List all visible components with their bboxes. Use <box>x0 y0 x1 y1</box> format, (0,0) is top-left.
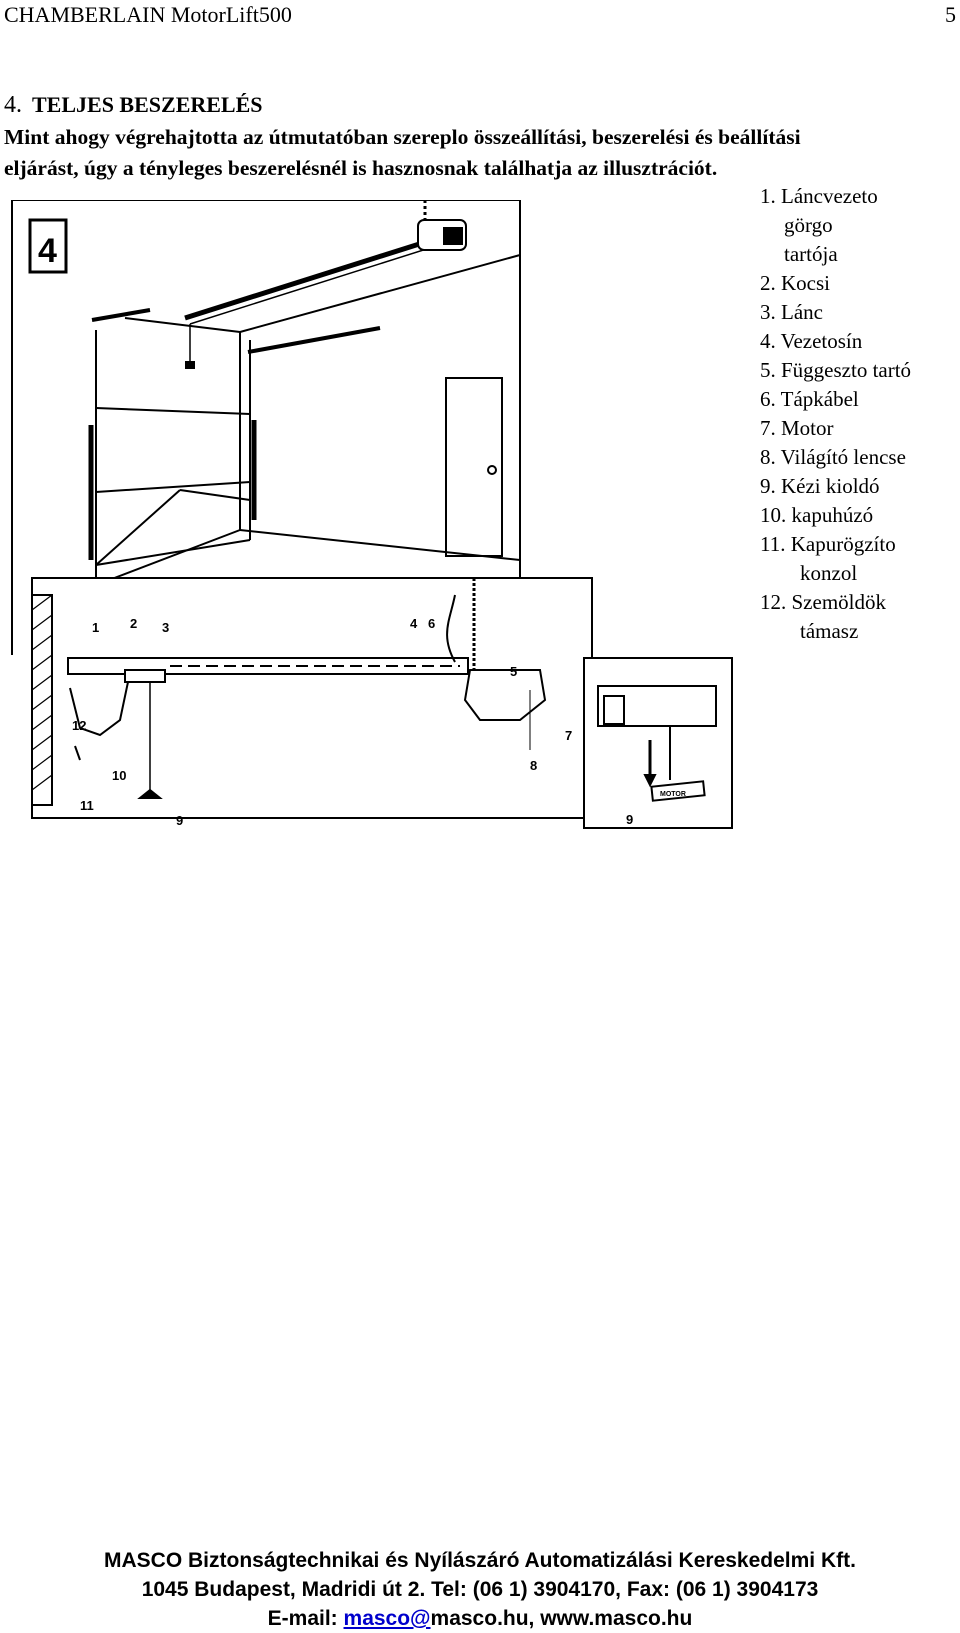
release-detail-inset <box>583 657 733 829</box>
callout-1: 1 <box>92 620 99 635</box>
legend-item-3: 3. Lánc <box>760 300 823 324</box>
legend-item-4: 4. Vezetosín <box>760 329 863 353</box>
callout-3: 3 <box>162 620 169 635</box>
legend-item-9: 9. Kézi kioldó <box>760 474 880 498</box>
step-badge: 4 <box>38 232 57 270</box>
callout-9: 9 <box>176 813 183 828</box>
section-number: 4. <box>4 92 22 118</box>
legend-item-5: 5. Függeszto tartó <box>760 358 912 382</box>
callout-6: 6 <box>428 616 435 631</box>
legend-item-8: 8. Világító lencse <box>760 445 906 469</box>
callout-11: 11 <box>80 798 94 813</box>
section-title: TELJES BESZERELÉS <box>32 92 263 117</box>
page-footer: MASCO Biztonságtechnikai és Nyílászáró A… <box>0 1546 960 1633</box>
legend-item-6: 6. Tápkábel <box>760 387 859 411</box>
email-label: E-mail: <box>267 1607 338 1630</box>
garage-perspective-drawing <box>11 200 521 655</box>
callout-5: 5 <box>510 664 517 679</box>
legend-item-1: 1. Láncvezeto görgo tartója <box>760 184 878 266</box>
callout-12: 12 <box>72 718 86 733</box>
page-number: 5 <box>945 2 956 27</box>
callout-8: 8 <box>530 758 537 773</box>
intro-paragraph: Mint ahogy végrehajtotta az útmutatóban … <box>4 122 956 184</box>
callout-10: 10 <box>112 768 126 783</box>
footer-company: MASCO Biztonságtechnikai és Nyílászáró A… <box>104 1549 856 1572</box>
callout-7: 7 <box>565 728 572 743</box>
step-badge-box <box>28 218 68 274</box>
callout-9-inset: 9 <box>626 812 633 827</box>
release-tag-label: MOTOR <box>660 791 686 798</box>
email-link[interactable]: masco@ <box>343 1607 431 1630</box>
legend-item-2: 2. Kocsi <box>760 271 830 295</box>
legend-item-10: 10. kapuhúzó <box>760 503 874 527</box>
callout-2: 2 <box>130 616 137 631</box>
callout-4: 4 <box>410 616 418 631</box>
legend-item-11: 11. Kapurögzíto konzol <box>760 532 896 585</box>
section-heading: 4. TELJES BESZERELÉS <box>4 92 263 119</box>
intro-line-2: eljárást, úgy a tényleges beszerelésnél … <box>4 156 718 180</box>
parts-legend: 1. Láncvezeto görgo tartója 2. Kocsi 3. … <box>760 182 911 646</box>
legend-item-7: 7. Motor <box>760 416 834 440</box>
installation-illustration: 4 1 2 3 4 5 6 7 8 9 10 11 12 9 MOTOR <box>11 200 733 829</box>
footer-web: masco.hu, www.masco.hu <box>430 1607 693 1630</box>
footer-contact: E-mail: masco@masco.hu, www.masco.hu <box>0 1604 960 1633</box>
legend-item-12: 12. Szemöldök támasz <box>760 590 886 643</box>
side-detail-drawing <box>31 577 593 819</box>
intro-line-1: Mint ahogy végrehajtotta az útmutatóban … <box>4 125 801 149</box>
footer-address: 1045 Budapest, Madridi út 2. Tel: (06 1)… <box>141 1578 819 1601</box>
document-header-title: CHAMBERLAIN MotorLift500 <box>4 2 292 27</box>
